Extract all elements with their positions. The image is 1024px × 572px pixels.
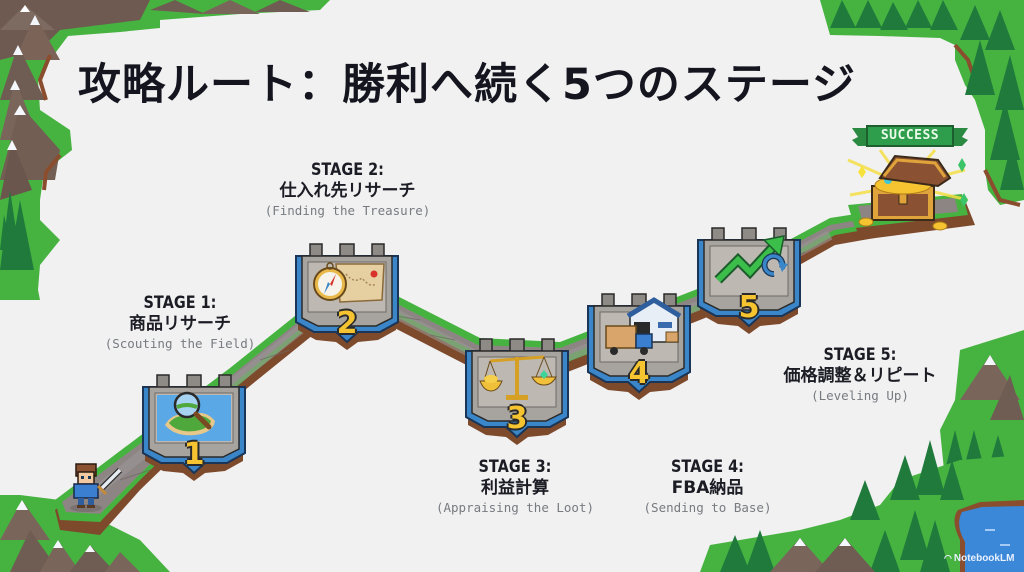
stage-2-number: STAGE 2: xyxy=(311,160,384,180)
stage-1-number: STAGE 1: xyxy=(143,293,217,313)
stage-4-title-en: (Sending to Base) xyxy=(643,500,772,515)
bottom-left-mountains xyxy=(0,495,170,572)
stage-5-badge xyxy=(697,227,801,335)
stage-2-title-jp: 仕入れ先リサーチ xyxy=(279,181,416,201)
stage-3-number: STAGE 3: xyxy=(478,457,552,477)
stage-2-badge xyxy=(295,243,399,351)
stage-4-number: STAGE 4: xyxy=(671,457,744,477)
stage-1-title-jp: 商品リサーチ xyxy=(129,314,231,334)
forest-border-right xyxy=(820,0,1024,207)
stage-3-title-en: (Appraising the Loot) xyxy=(435,500,595,515)
stage-1-label: STAGE 1: 商品リサーチ (Scouting the Field) xyxy=(75,293,285,353)
stage-5-title-en: (Leveling Up) xyxy=(811,388,909,403)
stage-4-title-jp: FBA納品 xyxy=(671,478,744,498)
stage-2-digit: 2 xyxy=(336,306,358,341)
stage-1-digit: 1 xyxy=(183,437,205,472)
top-mountain-strip xyxy=(150,0,330,20)
stage-4-label: STAGE 4: FBA納品 (Sending to Base) xyxy=(620,457,795,517)
stage-1-title-en: (Scouting the Field) xyxy=(104,336,256,351)
stage-1-badge xyxy=(142,374,246,482)
mountain-forest-border-left xyxy=(0,0,160,300)
knight-with-sword-icon xyxy=(70,463,123,512)
success-banner: SUCCESS xyxy=(866,125,954,147)
stage-3-title-jp: 利益計算 xyxy=(481,478,549,498)
page-title: 攻略ルート：勝利へ続く5つのステージ xyxy=(78,60,857,110)
stage-5-number: STAGE 5: xyxy=(823,345,897,365)
treasure-chest-icon xyxy=(847,128,969,231)
notebooklm-watermark: ◠NotebookLM xyxy=(944,553,1014,564)
stage-4-badge xyxy=(587,293,691,401)
stage-5-title-jp: 価格調整＆リピート xyxy=(783,366,937,386)
stage-3-badge xyxy=(465,338,569,446)
watermark-text: NotebookLM xyxy=(953,553,1015,564)
stage-3-digit: 3 xyxy=(506,401,528,436)
stage-3-label: STAGE 3: 利益計算 (Appraising the Loot) xyxy=(415,457,615,517)
notebooklm-logo-icon: ◠ xyxy=(944,553,952,563)
forest-lake-bottom-right xyxy=(700,440,1024,572)
stage-5-digit: 5 xyxy=(738,290,760,325)
stage-2-label: STAGE 2: 仕入れ先リサーチ (Finding the Treasure) xyxy=(240,160,455,220)
stage-4-digit: 4 xyxy=(628,356,650,391)
stage-5-label: STAGE 5: 価格調整＆リピート (Leveling Up) xyxy=(760,345,960,405)
stage-2-title-en: (Finding the Treasure) xyxy=(264,203,431,218)
